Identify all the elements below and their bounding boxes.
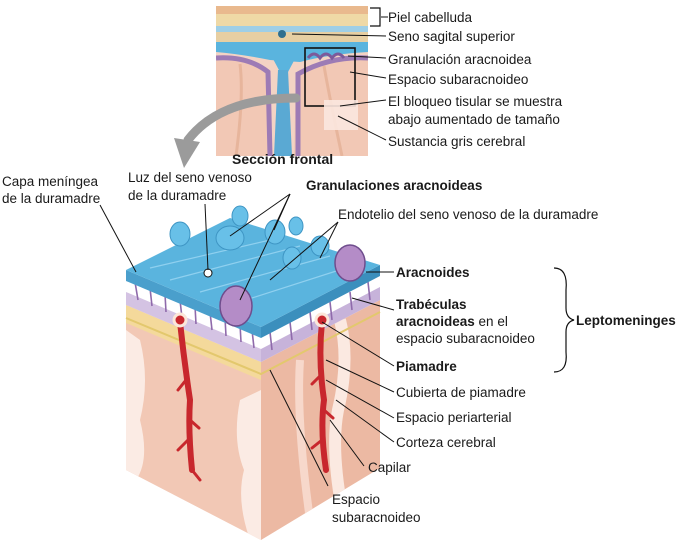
label-arachnoid: Aracnoides: [396, 265, 470, 280]
label-trabeculae-line-1: Trabéculas: [396, 297, 467, 312]
label-meningeal-layer-2: de la duramadre: [2, 191, 101, 206]
label-sinus-lumen-2: de la duramadre: [128, 188, 227, 203]
label-periarterial-space: Espacio periarterial: [396, 410, 512, 425]
leptomeninges-brace: [553, 267, 575, 373]
label-scalp: Piel cabelluda: [388, 10, 473, 25]
inset-leader-lines: [291, 16, 388, 141]
label-trabeculae-line-3: espacio subaracnoideo: [396, 331, 535, 346]
label-block-note-1: El bloqueo tisular se muestra: [388, 94, 563, 109]
zoom-arrow: [174, 93, 301, 168]
label-meningeal-layer-1: Capa meníngea: [2, 174, 99, 189]
arteries: [176, 319, 335, 482]
label-gray-matter: Sustancia gris cerebral: [388, 134, 526, 149]
tissue-block: [125, 205, 381, 540]
label-pia-sheath: Cubierta de piamadre: [396, 385, 526, 400]
label-pia-mater: Piamadre: [396, 359, 457, 374]
arachnoid-granulation-bulbs: [219, 244, 366, 327]
label-cerebral-cortex: Corteza cerebral: [396, 435, 496, 450]
label-trabeculae-line-2: aracnoideas en el: [396, 314, 508, 329]
label-block-note-2: abajo aumentado de tamaño: [388, 112, 560, 127]
label-subarachnoid-1: Espacio: [332, 492, 381, 507]
label-granulations: Granulaciones aracnoideas: [306, 178, 483, 193]
inset-caption: Sección frontal: [232, 151, 334, 167]
label-sinus-lumen-1: Luz del seno venoso: [128, 170, 252, 185]
label-leptomeninges: Leptomeninges: [576, 313, 676, 328]
block-leader-lines: [99, 193, 395, 487]
label-capillary: Capilar: [368, 460, 411, 475]
label-subarachnoid-2: subaracnoideo: [332, 510, 421, 525]
label-subarachnoid-inset: Espacio subaracnoideo: [388, 72, 529, 87]
label-granulation: Granulación aracnoidea: [388, 52, 532, 67]
frontal-section-inset: [216, 6, 381, 156]
label-sagittal-sinus: Seno sagital superior: [388, 29, 515, 44]
label-endothelium: Endotelio del seno venoso de la duramadr…: [338, 207, 599, 222]
